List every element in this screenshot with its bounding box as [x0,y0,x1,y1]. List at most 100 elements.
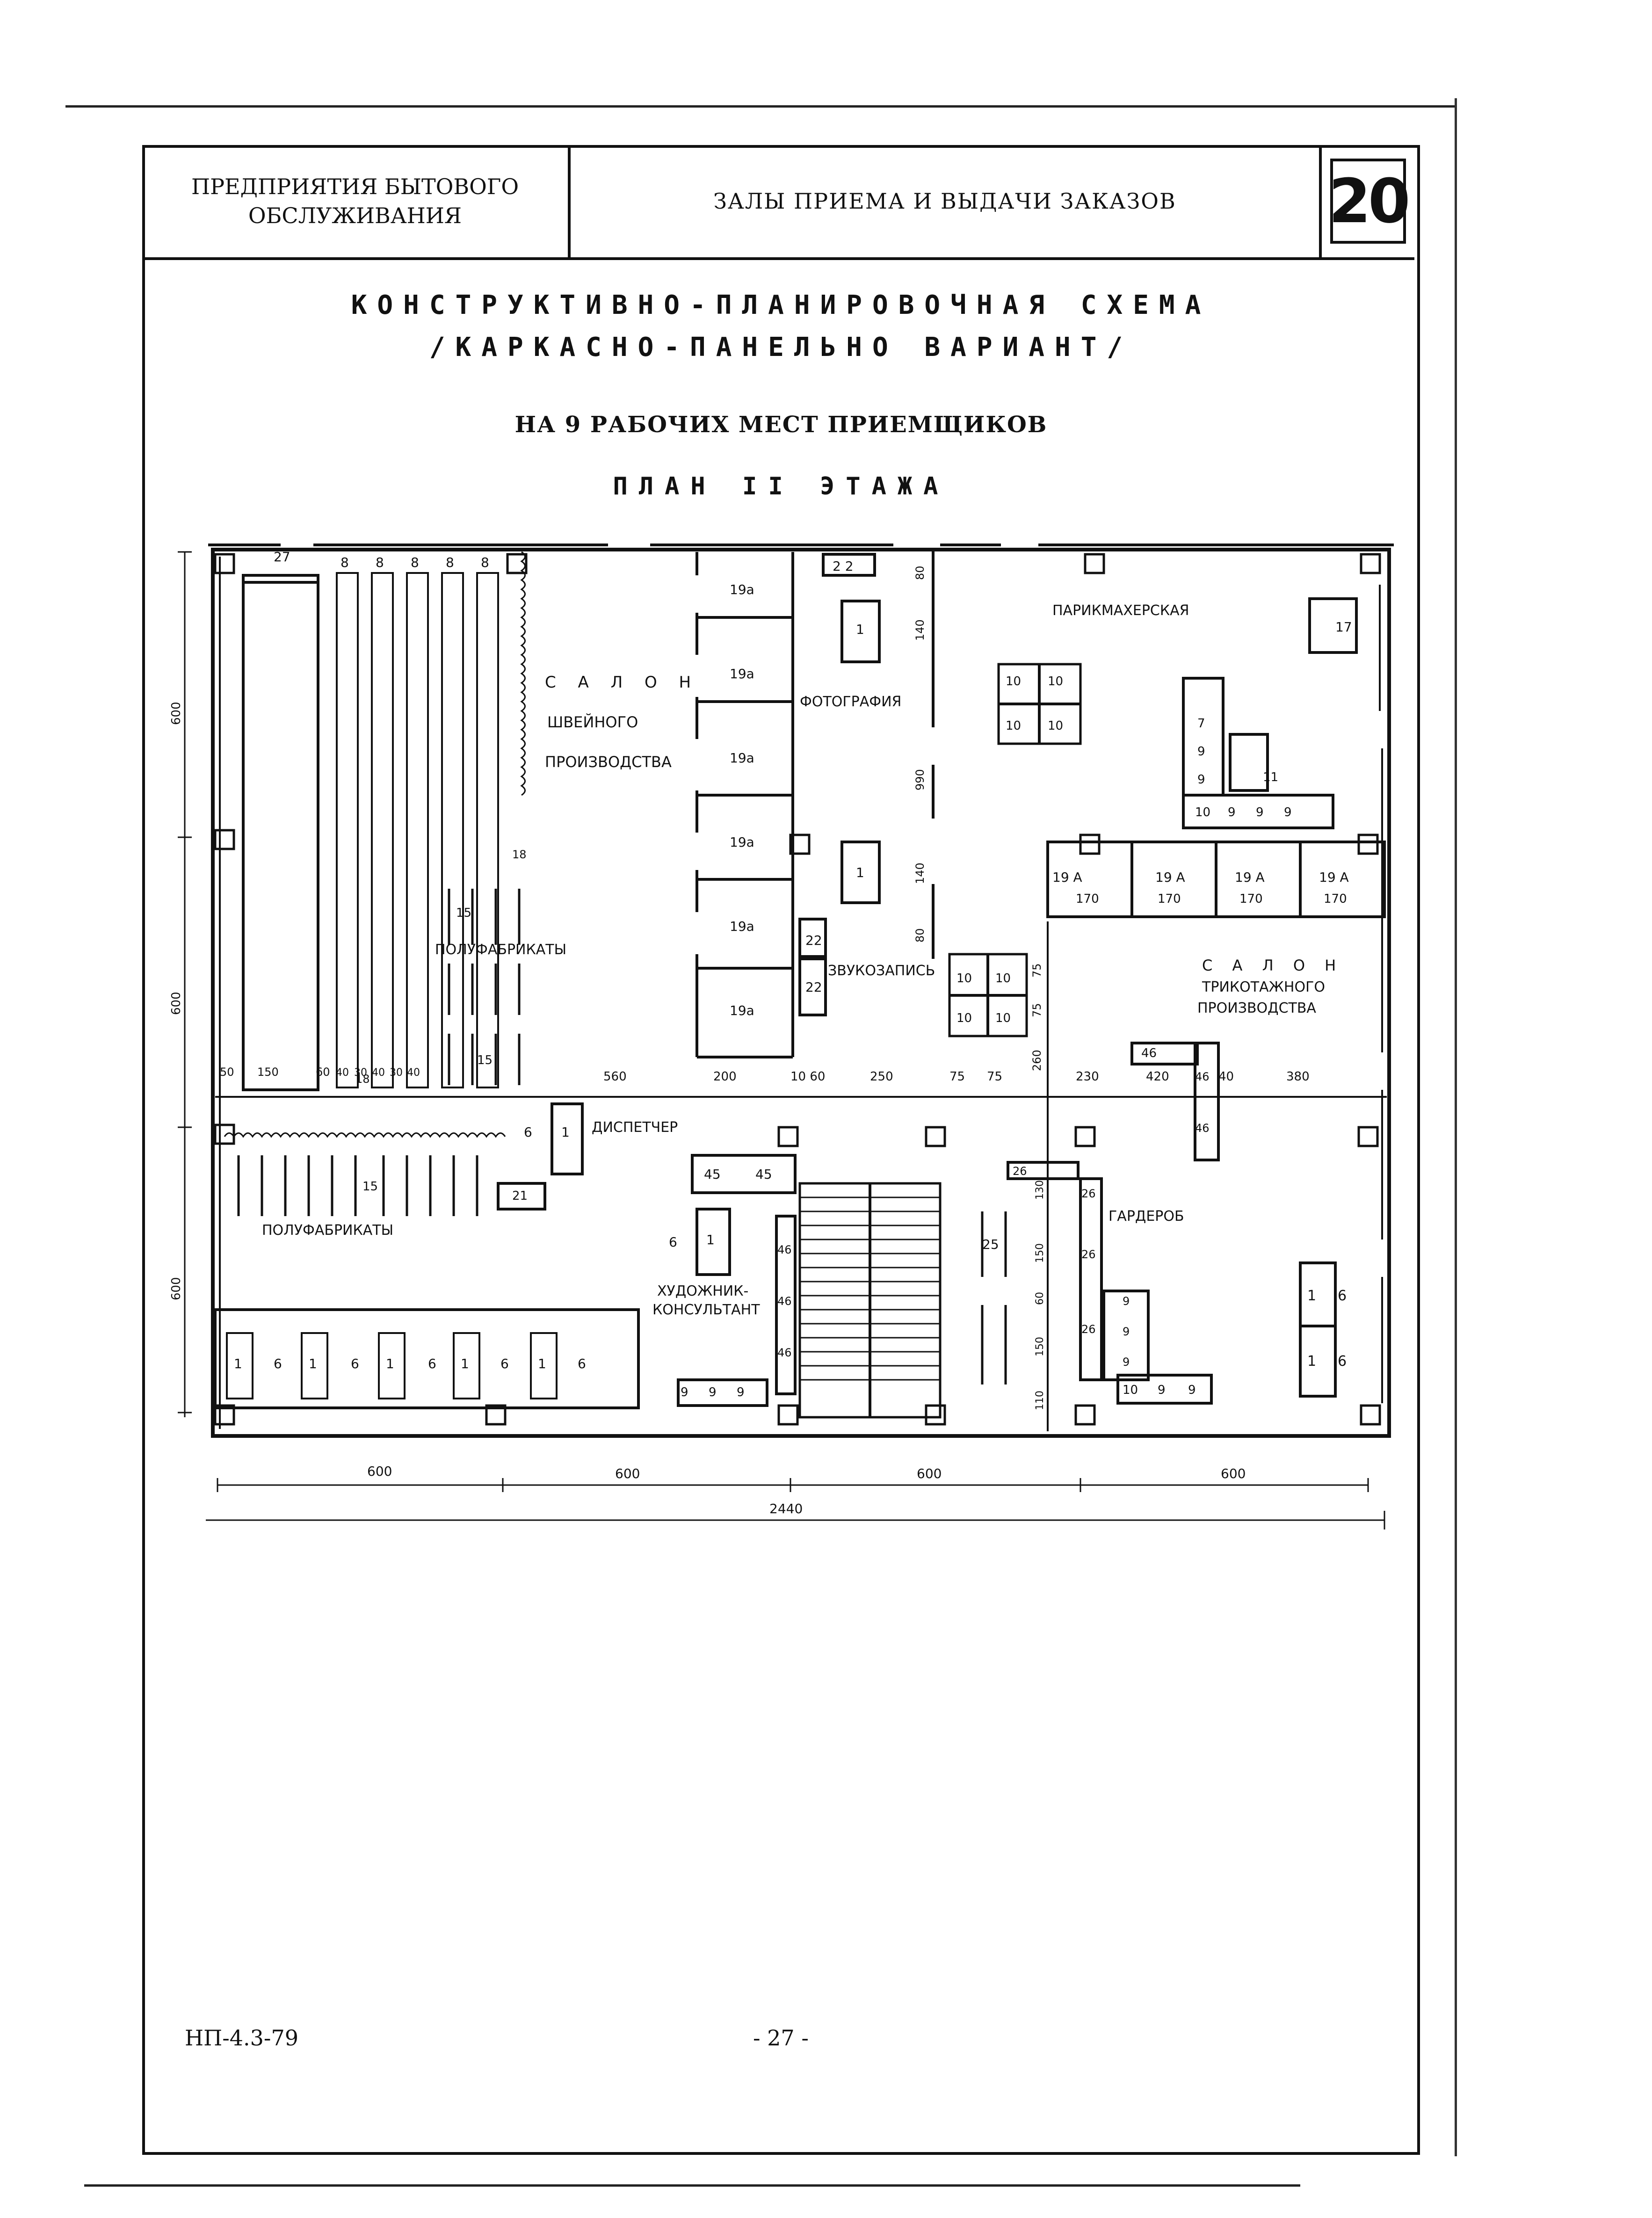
mark-7: 7 [1197,717,1205,731]
mark-46-knit-c: 46 [1195,1122,1210,1135]
mark-10-sound-b: 10 [995,971,1011,986]
mark-10-sound-a: 10 [956,971,972,986]
mark-26-a: 26 [1013,1165,1027,1178]
dim-v-990: 990 [913,769,927,790]
mark-9-artist-c: 9 [737,1385,745,1399]
mark-6-r2: 6 [351,1356,359,1371]
title-line-2: /КАРКАСНО-ПАНЕЛЬНО ВАРИАНТ/ [429,332,1133,362]
dim-40: 40 [1218,1070,1234,1084]
mark-170-b: 170 [1076,892,1099,906]
mark-6-desk-b: 6 [1338,1353,1347,1370]
room-label-salon-shveinogo-3: ПРОИЗВОДСТВА [545,753,672,771]
mark-9-hair-a: 9 [1197,745,1205,759]
footer-page: - 27 - [753,2025,809,2051]
mark-6-r1: 6 [274,1356,282,1371]
mark-8-b: 8 [376,555,384,570]
scan-line-right [1455,98,1457,2156]
dim-v-80-a: 80 [913,565,927,580]
mark-26-d: 26 [1081,1323,1096,1336]
mark-19a-170-label-b: 19 А [1052,870,1082,885]
mark-26-b: 26 [1081,1187,1096,1200]
mark-19a-5: 19а [730,919,754,934]
dim-230: 230 [1076,1070,1099,1084]
mark-9-ward-a: 9 [1123,1295,1130,1308]
section-cell: ЗАЛЫ ПРИЕМА И ВЫДАЧИ ЗАКАЗОВ [571,145,1322,257]
room-label-salon-trikotazh-2: ТРИКОТАЖНОГО [1202,979,1325,995]
mark-1-r4: 1 [461,1356,469,1371]
scan-line-bottom [84,2184,1300,2187]
dim-75-a: 75 [949,1070,965,1084]
mark-19a-6: 19а [730,1003,754,1018]
mark-9-row-a: 9 [1228,805,1236,819]
mark-18-bottom: 18 [355,1073,370,1086]
mark-170-d: 170 [1324,892,1347,906]
dim-left-600-bot: 600 [169,1277,183,1300]
dim-bottom-600-a: 600 [367,1464,392,1479]
dim-total-2440: 2440 [769,1501,803,1516]
mark-27: 27 [274,549,290,565]
mark-17: 17 [1335,619,1352,635]
plan-title: ПЛАН II ЭТАЖА [613,472,949,500]
category-line-1: ПРЕДПРИЯТИЯ БЫТОВОГО [191,174,519,199]
mark-15-a: 15 [456,906,471,920]
title-line-1: КОНСТРУКТИВНО-ПЛАНИРОВОЧНАЯ СХЕМА [351,290,1211,320]
dim-60: 60 [316,1066,330,1079]
dim-250: 250 [870,1070,893,1084]
mark-1-r1: 1 [234,1356,242,1371]
dim-420: 420 [1146,1070,1169,1084]
room-label-polufabrikaty-top: ПОЛУФАБРИКАТЫ [435,942,566,958]
dim-v-75-a: 75 [1030,963,1043,978]
mark-6-r4: 6 [500,1356,509,1371]
room-label-polufabrikaty-bottom: ПОЛУФАБРИКАТЫ [262,1222,393,1239]
mark-9-ward-b: 9 [1123,1325,1130,1338]
room-label-khudozhnik-2: КОНСУЛЬТАНТ [652,1302,760,1318]
dim-40-b: 40 [372,1067,385,1079]
mark-45-b: 45 [755,1167,772,1182]
mark-46-knit-a: 46 [1141,1046,1157,1060]
dim-v-60: 60 [1034,1292,1046,1305]
mark-25: 25 [982,1237,999,1252]
mark-170-a: 170 [1158,892,1181,906]
dim-v-260: 260 [1030,1050,1043,1071]
mark-6-disp: 6 [524,1124,532,1140]
dim-50: 50 [220,1066,234,1079]
dim-200: 200 [713,1070,737,1084]
room-label-zvukozapis: ЗВУКОЗАПИСЬ [828,963,935,979]
mark-1-r2: 1 [309,1356,317,1371]
mark-10-sound-d: 10 [995,1011,1011,1025]
dim-v-110: 110 [1034,1391,1046,1410]
mark-10-hair-c: 10 [1006,719,1021,733]
mark-22-b: 22 [805,979,822,995]
dim-left-600-mid: 600 [169,992,183,1015]
dim-150: 150 [257,1066,279,1079]
room-label-garderob: ГАРДЕРОБ [1109,1208,1184,1225]
mark-1-desk-b: 1 [1307,1353,1316,1370]
mark-19a-2: 19а [730,666,754,681]
mark-11: 11 [1263,770,1278,784]
room-label-salon-trikotazh-3: ПРОИЗВОДСТВА [1197,1000,1316,1016]
mark-19a-170-label-c: 19 А [1235,870,1265,885]
dim-10-60: 10 60 [790,1070,825,1084]
dim-bottom-600-b: 600 [615,1466,640,1481]
mark-1-photo-b: 1 [856,865,864,880]
scan-line-top [65,105,1455,108]
dim-v-140-b: 140 [913,863,927,884]
mark-1-disp: 1 [561,1124,570,1140]
mark-6-r3: 6 [428,1356,436,1371]
dim-40-c: 40 [407,1067,420,1079]
dim-v-130: 130 [1034,1180,1046,1200]
mark-46-a: 46 [777,1243,792,1256]
dim-30-b: 30 [390,1067,403,1079]
mark-8-d: 8 [446,555,454,570]
dim-v-140-a: 140 [913,619,927,641]
subtitle: НА 9 РАБОЧИХ МЕСТ ПРИЕМЩИКОВ [514,412,1048,438]
category-line-2: ОБСЛУЖИВАНИЯ [248,203,462,228]
dim-380: 380 [1286,1070,1310,1084]
mark-10-ward: 10 [1123,1383,1138,1397]
mark-19a-1: 19а [730,582,754,597]
mark-10-sound-c: 10 [956,1011,972,1025]
section-title: ЗАЛЫ ПРИЕМА И ВЫДАЧИ ЗАКАЗОВ [713,188,1176,214]
room-label-dispetcher: ДИСПЕТЧЕР [592,1119,678,1136]
title-block: ПРЕДПРИЯТИЯ БЫТОВОГО ОБСЛУЖИВАНИЯ ЗАЛЫ П… [142,145,1414,260]
